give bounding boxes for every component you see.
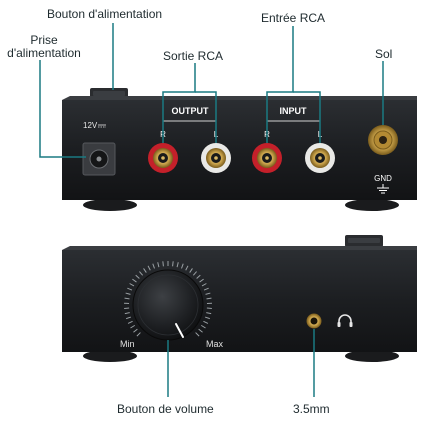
volume-scale-tick bbox=[129, 283, 135, 287]
volume-scale-tick bbox=[133, 328, 138, 333]
jack-35-callout: 3.5mm bbox=[293, 402, 330, 416]
volume-scale-tick bbox=[195, 332, 200, 337]
volume-scale-tick bbox=[196, 274, 201, 279]
volume-scale-tick bbox=[136, 332, 141, 337]
power-button[interactable] bbox=[90, 88, 128, 100]
power-button-top[interactable] bbox=[345, 235, 383, 247]
in-right-label: R bbox=[264, 130, 270, 139]
callout-lines bbox=[39, 23, 384, 397]
volume-scale-tick bbox=[130, 324, 136, 329]
volume-scale-tick bbox=[176, 262, 179, 268]
foot-left bbox=[83, 199, 137, 211]
volume-scale-tick bbox=[143, 268, 147, 273]
back-chassis bbox=[62, 100, 417, 200]
volume-scale-tick bbox=[162, 261, 164, 267]
volume-scale bbox=[124, 261, 212, 337]
volume-scale-tick bbox=[147, 265, 151, 271]
power-jack-callout-line1: Prise bbox=[30, 33, 58, 47]
volume-scale-tick bbox=[203, 287, 209, 291]
volume-scale-tick bbox=[125, 292, 131, 295]
volume-scale-tick bbox=[199, 278, 204, 283]
volume-scale-tick bbox=[127, 287, 133, 291]
rca-jack-icon[interactable] bbox=[305, 143, 335, 173]
rca-jack-icon[interactable] bbox=[148, 143, 178, 173]
output-title: OUTPUT bbox=[172, 106, 210, 116]
headphone-jack-icon[interactable] bbox=[306, 313, 322, 329]
rca-in-callout: Entrée RCA bbox=[261, 11, 326, 25]
min-label: Min bbox=[120, 339, 135, 349]
volume-scale-tick bbox=[200, 324, 206, 329]
headphones-icon bbox=[337, 314, 353, 327]
volume-scale-tick bbox=[124, 297, 130, 300]
rca-out-callout: Sortie RCA bbox=[163, 49, 224, 63]
volume-scale-tick bbox=[127, 320, 133, 324]
volume-scale-tick bbox=[192, 271, 197, 276]
power-button-callout: Bouton d'alimentation bbox=[47, 7, 163, 21]
volume-scale-tick bbox=[157, 262, 160, 268]
ground-callout: Sol bbox=[375, 47, 393, 61]
front-chassis bbox=[62, 250, 417, 352]
input-title: INPUT bbox=[280, 106, 308, 116]
volume-scale-tick bbox=[204, 316, 211, 320]
out-left-label: L bbox=[214, 130, 219, 139]
volume-scale-tick bbox=[152, 263, 155, 269]
volume-scale-tick bbox=[185, 265, 189, 271]
front-panel: Min Max bbox=[62, 235, 417, 362]
ground-terminal-icon[interactable] bbox=[368, 125, 398, 155]
dc-power-jack-icon[interactable] bbox=[82, 142, 116, 176]
volume-scale-tick bbox=[132, 278, 137, 283]
volume-scale-tick bbox=[172, 261, 174, 267]
power-jack-callout-line2: d'alimentation bbox=[7, 46, 81, 60]
in-left-label: L bbox=[318, 130, 323, 139]
volume-scale-tick bbox=[189, 268, 193, 273]
volume-knob-icon[interactable] bbox=[132, 269, 204, 341]
foot-right bbox=[345, 350, 399, 362]
rca-jack-icon[interactable] bbox=[252, 143, 282, 173]
volume-scale-tick bbox=[205, 292, 211, 295]
foot-left bbox=[83, 350, 137, 362]
volume-scale-tick bbox=[201, 283, 207, 287]
back-panel: 12V OUTPUT INPUT R L R L bbox=[62, 88, 417, 211]
foot-right bbox=[345, 199, 399, 211]
volume-scale-tick bbox=[203, 320, 209, 324]
max-label: Max bbox=[206, 339, 224, 349]
volume-scale-tick bbox=[181, 263, 184, 269]
rca-jack-icon[interactable] bbox=[201, 143, 231, 173]
volume-scale-tick bbox=[135, 274, 140, 279]
ground-symbol-icon bbox=[377, 184, 389, 194]
volume-knob-callout: Bouton de volume bbox=[117, 402, 214, 416]
gnd-label: GND bbox=[374, 174, 392, 183]
voltage-label: 12V bbox=[83, 121, 98, 130]
volume-scale-tick bbox=[206, 297, 212, 300]
volume-scale-tick bbox=[206, 312, 212, 315]
volume-scale-tick bbox=[139, 271, 144, 276]
volume-scale-tick bbox=[125, 316, 132, 320]
volume-scale-tick bbox=[198, 328, 203, 333]
out-right-label: R bbox=[160, 130, 166, 139]
volume-scale-tick bbox=[124, 312, 130, 315]
